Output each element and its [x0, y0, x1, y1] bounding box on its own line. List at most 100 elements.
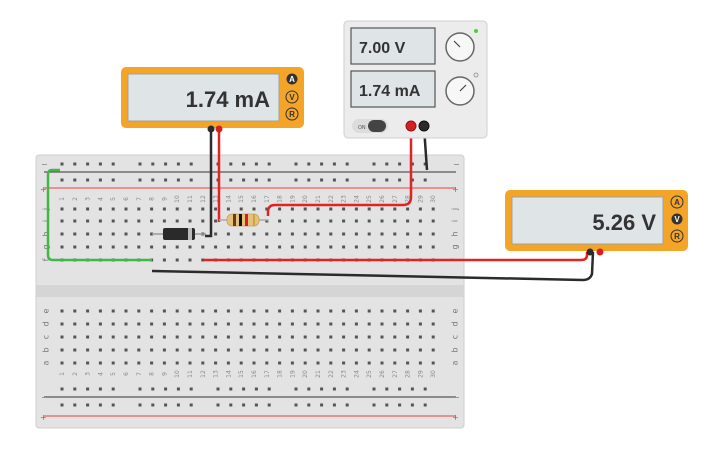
breadboard-hole[interactable] [406, 335, 410, 339]
breadboard-hole[interactable] [367, 245, 371, 249]
breadboard-hole[interactable] [252, 361, 256, 365]
breadboard-hole[interactable] [150, 361, 154, 365]
rail-hole[interactable] [176, 162, 180, 166]
breadboard-hole[interactable] [162, 258, 166, 262]
breadboard-hole[interactable] [239, 309, 243, 313]
breadboard-hole[interactable] [393, 207, 397, 211]
breadboard-hole[interactable] [406, 245, 410, 249]
breadboard-hole[interactable] [188, 309, 192, 313]
breadboard-hole[interactable] [188, 348, 192, 352]
breadboard-hole[interactable] [201, 207, 205, 211]
rail-hole[interactable] [320, 162, 324, 166]
rail-hole[interactable] [138, 403, 142, 407]
rail-hole[interactable] [267, 387, 271, 391]
breadboard-hole[interactable] [201, 245, 205, 249]
breadboard-hole[interactable] [431, 207, 435, 211]
breadboard-hole[interactable] [342, 309, 346, 313]
breadboard-hole[interactable] [329, 207, 333, 211]
breadboard-hole[interactable] [98, 219, 102, 223]
breadboard-hole[interactable] [214, 322, 218, 326]
rail-hole[interactable] [372, 178, 376, 182]
breadboard-hole[interactable] [303, 361, 307, 365]
breadboard-hole[interactable] [150, 335, 154, 339]
ammeter-v-button[interactable] [285, 90, 299, 104]
breadboard-hole[interactable] [214, 232, 218, 236]
breadboard-hole[interactable] [73, 335, 77, 339]
rail-hole[interactable] [398, 178, 402, 182]
breadboard-hole[interactable] [60, 322, 64, 326]
rail-hole[interactable] [164, 387, 168, 391]
rail-hole[interactable] [320, 178, 324, 182]
breadboard-hole[interactable] [124, 207, 128, 211]
breadboard-hole[interactable] [188, 335, 192, 339]
rail-hole[interactable] [372, 162, 376, 166]
breadboard-hole[interactable] [316, 348, 320, 352]
rail-hole[interactable] [385, 162, 389, 166]
rail-hole[interactable] [398, 403, 402, 407]
rail-hole[interactable] [138, 162, 142, 166]
rail-hole[interactable] [345, 387, 349, 391]
rail-hole[interactable] [332, 403, 336, 407]
rail-hole[interactable] [189, 162, 193, 166]
breadboard-hole[interactable] [290, 207, 294, 211]
rail-hole[interactable] [60, 403, 64, 407]
breadboard-hole[interactable] [393, 309, 397, 313]
breadboard-hole[interactable] [406, 207, 410, 211]
breadboard-hole[interactable] [342, 245, 346, 249]
breadboard-hole[interactable] [418, 322, 422, 326]
breadboard-hole[interactable] [124, 361, 128, 365]
rail-hole[interactable] [385, 387, 389, 391]
breadboard-hole[interactable] [265, 335, 269, 339]
wire-voltmeter-black[interactable] [151, 251, 595, 282]
breadboard-hole[interactable] [150, 207, 154, 211]
rail-hole[interactable] [98, 387, 102, 391]
rail-hole[interactable] [242, 387, 246, 391]
breadboard-hole[interactable] [252, 309, 256, 313]
rail-hole[interactable] [242, 403, 246, 407]
breadboard-hole[interactable] [342, 348, 346, 352]
rail-hole[interactable] [73, 178, 77, 182]
breadboard-hole[interactable] [98, 361, 102, 365]
breadboard-hole[interactable] [431, 322, 435, 326]
breadboard-hole[interactable] [111, 245, 115, 249]
breadboard-hole[interactable] [239, 335, 243, 339]
breadboard-hole[interactable] [367, 361, 371, 365]
breadboard-hole[interactable] [214, 335, 218, 339]
breadboard-hole[interactable] [406, 348, 410, 352]
breadboard-hole[interactable] [290, 219, 294, 223]
breadboard-hole[interactable] [393, 361, 397, 365]
rail-hole[interactable] [86, 178, 90, 182]
breadboard-hole[interactable] [316, 245, 320, 249]
breadboard-hole[interactable] [73, 322, 77, 326]
breadboard-hole[interactable] [226, 245, 230, 249]
breadboard-hole[interactable] [98, 232, 102, 236]
rail-hole[interactable] [307, 178, 311, 182]
breadboard-hole[interactable] [252, 207, 256, 211]
breadboard-hole[interactable] [162, 207, 166, 211]
rail-hole[interactable] [73, 387, 77, 391]
power-supply-positive-terminal[interactable] [405, 120, 417, 132]
breadboard-hole[interactable] [290, 245, 294, 249]
breadboard-hole[interactable] [354, 335, 358, 339]
breadboard-hole[interactable] [316, 207, 320, 211]
breadboard-hole[interactable] [111, 322, 115, 326]
breadboard-hole[interactable] [201, 258, 205, 262]
breadboard-hole[interactable] [278, 348, 282, 352]
breadboard-hole[interactable] [111, 348, 115, 352]
breadboard-hole[interactable] [150, 219, 154, 223]
breadboard-hole[interactable] [214, 207, 218, 211]
breadboard-hole[interactable] [418, 335, 422, 339]
breadboard-hole[interactable] [393, 335, 397, 339]
breadboard-hole[interactable] [303, 245, 307, 249]
breadboard-hole[interactable] [201, 219, 205, 223]
breadboard-hole[interactable] [162, 348, 166, 352]
breadboard-hole[interactable] [367, 207, 371, 211]
breadboard-hole[interactable] [393, 232, 397, 236]
breadboard-hole[interactable] [380, 207, 384, 211]
breadboard-hole[interactable] [60, 335, 64, 339]
breadboard-hole[interactable] [98, 322, 102, 326]
breadboard-hole[interactable] [367, 322, 371, 326]
breadboard-hole[interactable] [239, 245, 243, 249]
rail-hole[interactable] [86, 387, 90, 391]
breadboard-hole[interactable] [303, 322, 307, 326]
